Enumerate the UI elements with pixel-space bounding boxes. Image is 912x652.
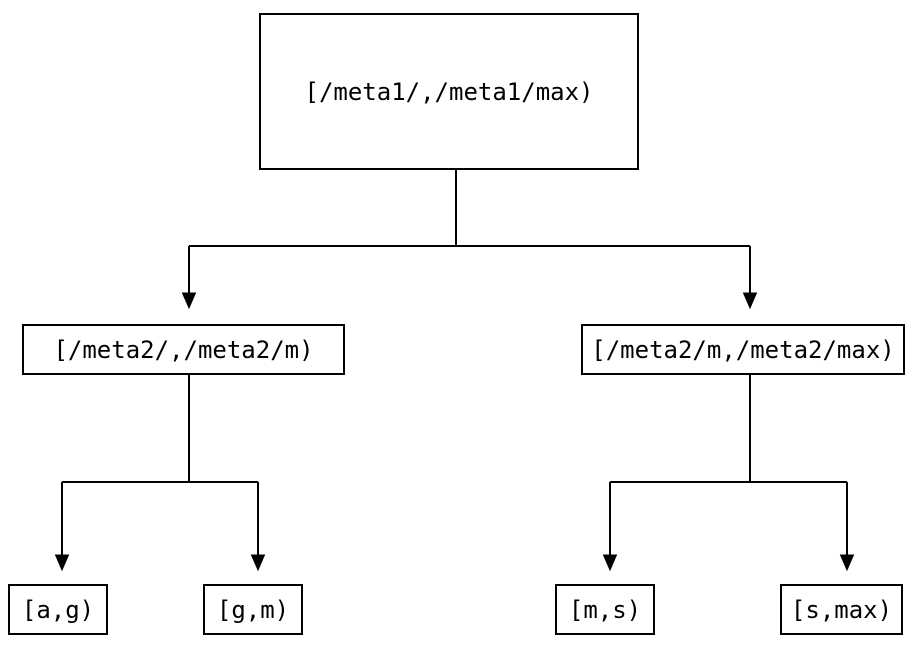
- edge-meta2low-to-children: [54, 375, 266, 572]
- node-label: [s,max): [790, 595, 893, 624]
- node-leaf-g-m: [g,m): [203, 584, 303, 635]
- arrowhead-down-icon: [602, 554, 618, 572]
- node-label: [g,m): [216, 595, 290, 624]
- node-meta2-low-interval: [/meta2/,/meta2/m): [22, 324, 345, 375]
- node-leaf-a-g: [a,g): [8, 584, 108, 635]
- node-label: [/meta2/m,/meta2/max): [591, 335, 895, 364]
- arrowhead-down-icon: [839, 554, 855, 572]
- arrowhead-down-icon: [742, 292, 758, 310]
- arrowhead-down-icon: [250, 554, 266, 572]
- edge-meta2high-to-children: [602, 375, 855, 572]
- node-leaf-s-max: [s,max): [780, 584, 903, 635]
- node-root-interval: [/meta1/,/meta1/max): [259, 13, 639, 170]
- node-label: [/meta1/,/meta1/max): [304, 77, 594, 106]
- edge-root-to-children: [181, 170, 758, 310]
- arrowhead-down-icon: [181, 292, 197, 310]
- node-label: [a,g): [21, 595, 95, 624]
- node-label: [m,s): [568, 595, 642, 624]
- arrowhead-down-icon: [54, 554, 70, 572]
- node-leaf-m-s: [m,s): [555, 584, 655, 635]
- node-label: [/meta2/,/meta2/m): [53, 335, 314, 364]
- node-meta2-high-interval: [/meta2/m,/meta2/max): [581, 324, 905, 375]
